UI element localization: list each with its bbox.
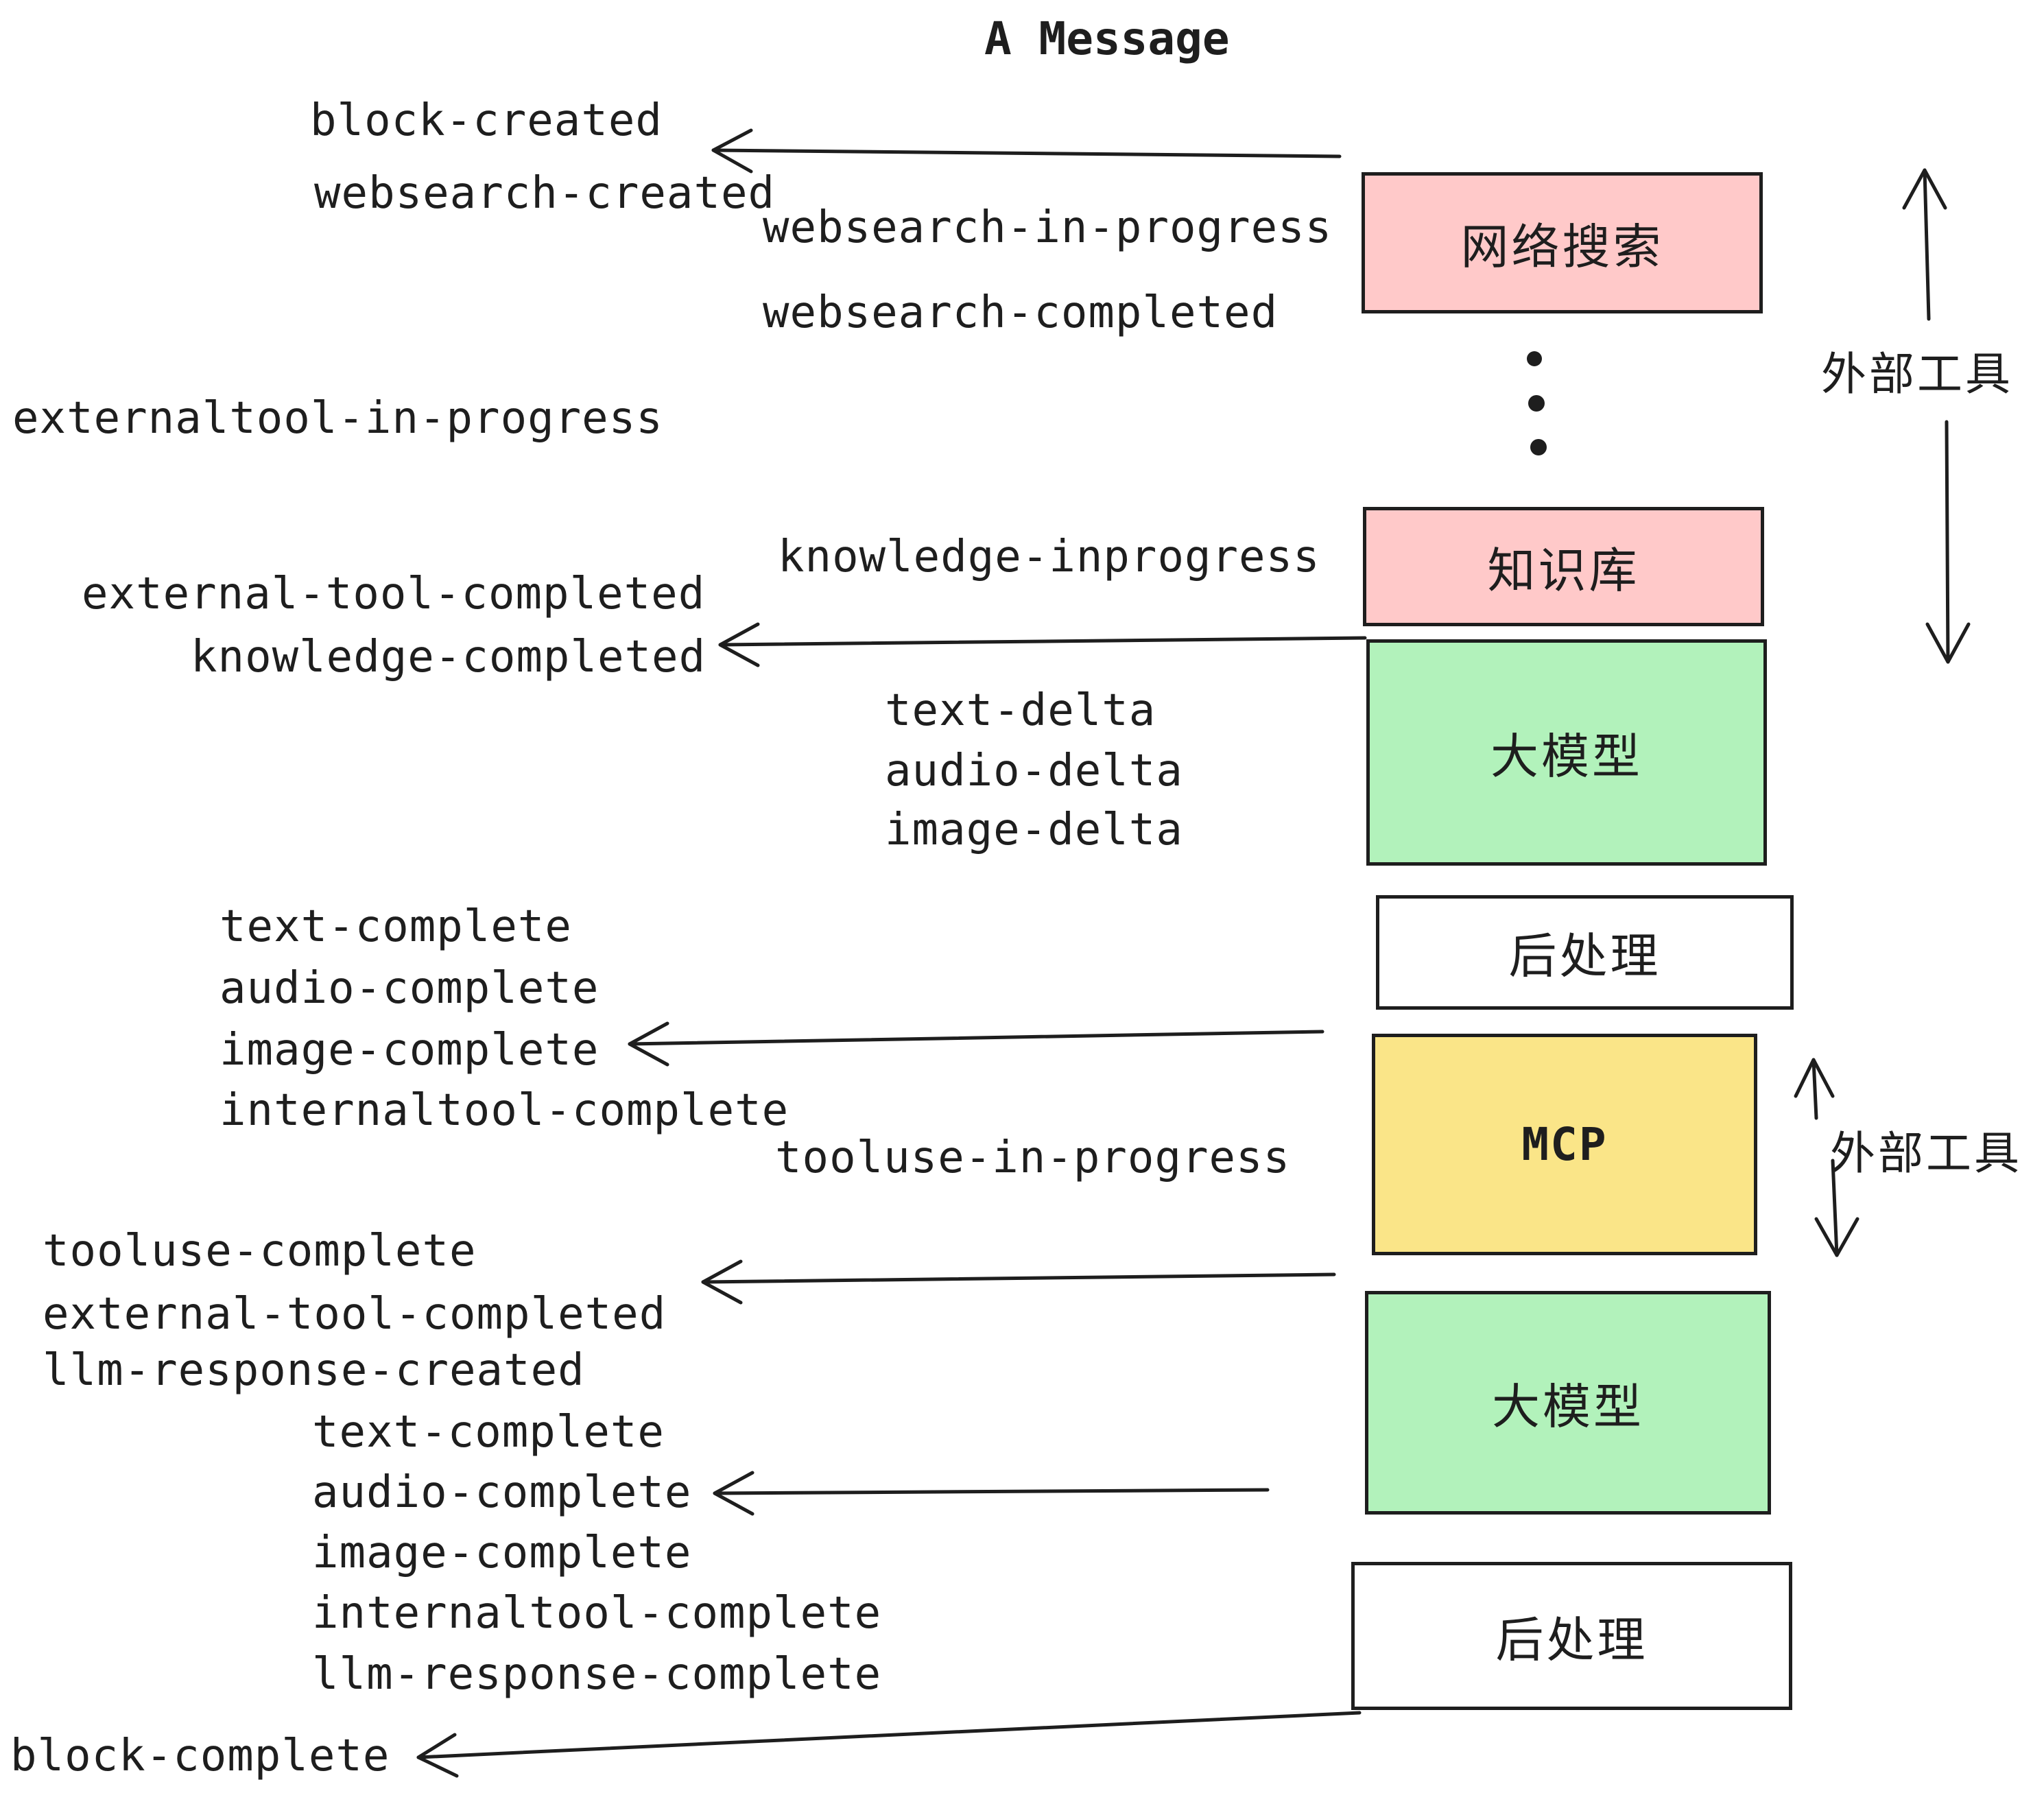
ellipsis-dots-icon: [1527, 351, 1547, 455]
event-label-external-tool-completed-2: external-tool-completed: [43, 1289, 667, 1340]
external-tools-up-arrow-mid: [1796, 1060, 1833, 1118]
event-label-websearch-completed: websearch-completed: [763, 287, 1279, 338]
event-label-llm-response-created: llm-response-created: [43, 1345, 585, 1396]
node-postprocess-1-label: 后处理: [1508, 928, 1661, 984]
event-label-tooluse-complete: tooluse-complete: [43, 1226, 477, 1277]
event-label-audio-complete-1: audio-complete: [219, 963, 599, 1014]
event-label-audio-complete-2: audio-complete: [312, 1467, 692, 1518]
event-label-text-complete-1: text-complete: [219, 901, 572, 952]
event-label-text-delta-1: text-delta: [885, 685, 1156, 736]
external-tools-up-arrow-top: [1904, 170, 1945, 319]
external-tools-down-arrow-top: [1927, 422, 1969, 662]
arrow-block-complete: [418, 1713, 1359, 1776]
event-label-tooluse-in-progress: tooluse-in-progress: [775, 1132, 1291, 1183]
arrow-audio-complete: [715, 1473, 1268, 1514]
event-label-internaltool-complete-2: internaltool-complete: [312, 1588, 882, 1639]
node-websearch: 网络搜索: [1362, 172, 1763, 313]
node-postprocess-2: 后处理: [1351, 1562, 1792, 1710]
node-postprocess-2-label: 后处理: [1495, 1611, 1648, 1668]
event-label-image-delta-1: image-delta: [885, 805, 1183, 855]
external-tools-down-arrow-mid: [1816, 1161, 1857, 1255]
event-label-knowledge-completed: knowledge-completed: [191, 632, 706, 683]
arrow-knowledge-completed: [720, 624, 1365, 665]
event-label-block-created: block-created: [310, 95, 663, 146]
event-label-externaltool-in-progress: externaltool-in-progress: [12, 393, 663, 444]
arrow-block-created: [713, 130, 1340, 171]
event-label-external-tool-completed: external-tool-completed: [82, 569, 706, 619]
event-label-image-complete-2: image-complete: [312, 1528, 692, 1578]
node-postprocess-1: 后处理: [1376, 895, 1794, 1010]
diagram-title: A Message: [984, 12, 1230, 65]
node-websearch-label: 网络搜索: [1460, 218, 1664, 275]
event-label-websearch-in-progress: websearch-in-progress: [763, 202, 1333, 253]
event-label-knowledge-inprogress: knowledge-inprogress: [778, 532, 1320, 582]
node-knowledge-base: 知识库: [1363, 507, 1764, 626]
node-llm-2-label: 大模型: [1492, 1378, 1644, 1435]
event-label-internaltool-complete-1: internaltool-complete: [219, 1085, 789, 1136]
event-label-llm-response-complete: llm-response-complete: [312, 1649, 882, 1700]
event-label-audio-delta-1: audio-delta: [885, 746, 1183, 796]
event-label-image-complete-1: image-complete: [219, 1025, 599, 1076]
node-knowledge-base-label: 知识库: [1487, 542, 1640, 599]
node-llm-2: 大模型: [1365, 1291, 1771, 1515]
event-label-websearch-created: websearch-created: [314, 168, 776, 219]
arrow-image-complete: [630, 1023, 1322, 1065]
external-tools-label-mid: 外部工具: [1830, 1127, 2022, 1180]
external-tools-label-top: 外部工具: [1821, 348, 2013, 401]
event-label-block-complete: block-complete: [10, 1731, 390, 1781]
node-llm-1-label: 大模型: [1490, 728, 1643, 785]
arrow-tooluse-complete: [703, 1261, 1334, 1303]
node-mcp: MCP: [1372, 1034, 1757, 1255]
event-label-text-complete-2: text-complete: [312, 1407, 665, 1458]
node-mcp-label: MCP: [1521, 1118, 1608, 1171]
node-llm-1: 大模型: [1366, 639, 1767, 866]
